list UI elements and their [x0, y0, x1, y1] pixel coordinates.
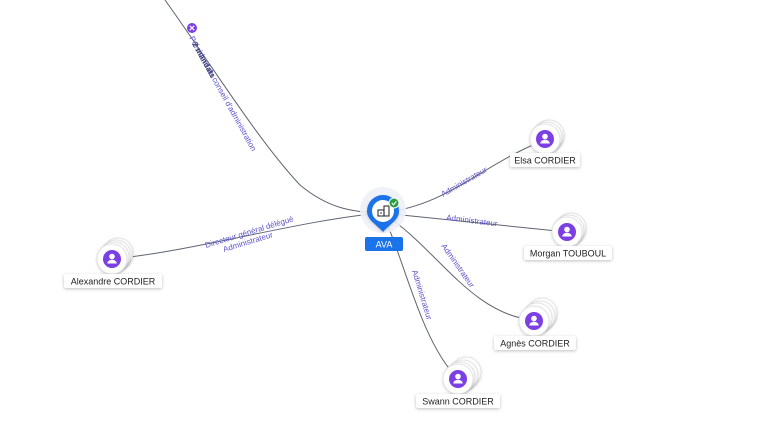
person-name-morgan[interactable]: Morgan TOUBOUL [530, 249, 606, 259]
check-icon [388, 197, 400, 209]
former-badge [187, 23, 197, 33]
edge-label-former-mandates: 2 mandats [190, 41, 217, 80]
person-node-morgan[interactable]: Morgan TOUBOUL [524, 212, 612, 260]
company-node[interactable]: AVA [360, 187, 406, 251]
edge-label-swann: Administrateur [410, 269, 434, 321]
edge-morgan [381, 212, 568, 233]
person-node-alexandre[interactable]: Alexandre CORDIER [64, 237, 162, 288]
edge-former-president [164, 0, 383, 214]
edge-agnes [381, 212, 535, 321]
edge-label-elsa: Administrateur [440, 165, 489, 199]
company-name[interactable]: AVA [376, 240, 393, 250]
person-name-alexandre[interactable]: Alexandre CORDIER [71, 277, 156, 287]
person-name-swann[interactable]: Swann CORDIER [422, 397, 494, 407]
edge-label-morgan: Administrateur [446, 213, 499, 228]
company-label-bg [365, 237, 403, 251]
person-name-agnes[interactable]: Agnès CORDIER [500, 339, 570, 349]
edge-label-agnes: Administrateur [439, 242, 476, 290]
building-icon [377, 205, 390, 217]
person-node-swann[interactable]: Swann CORDIER [416, 356, 500, 408]
person-node-agnes[interactable]: Agnès CORDIER [494, 297, 576, 350]
person-node-elsa[interactable]: Elsa CORDIER [510, 119, 580, 167]
edge-labels: Président du conseil d'administration 2 … [187, 23, 498, 321]
person-name-elsa[interactable]: Elsa CORDIER [514, 156, 576, 166]
edge-alexandre [112, 212, 383, 260]
edges [112, 0, 568, 380]
